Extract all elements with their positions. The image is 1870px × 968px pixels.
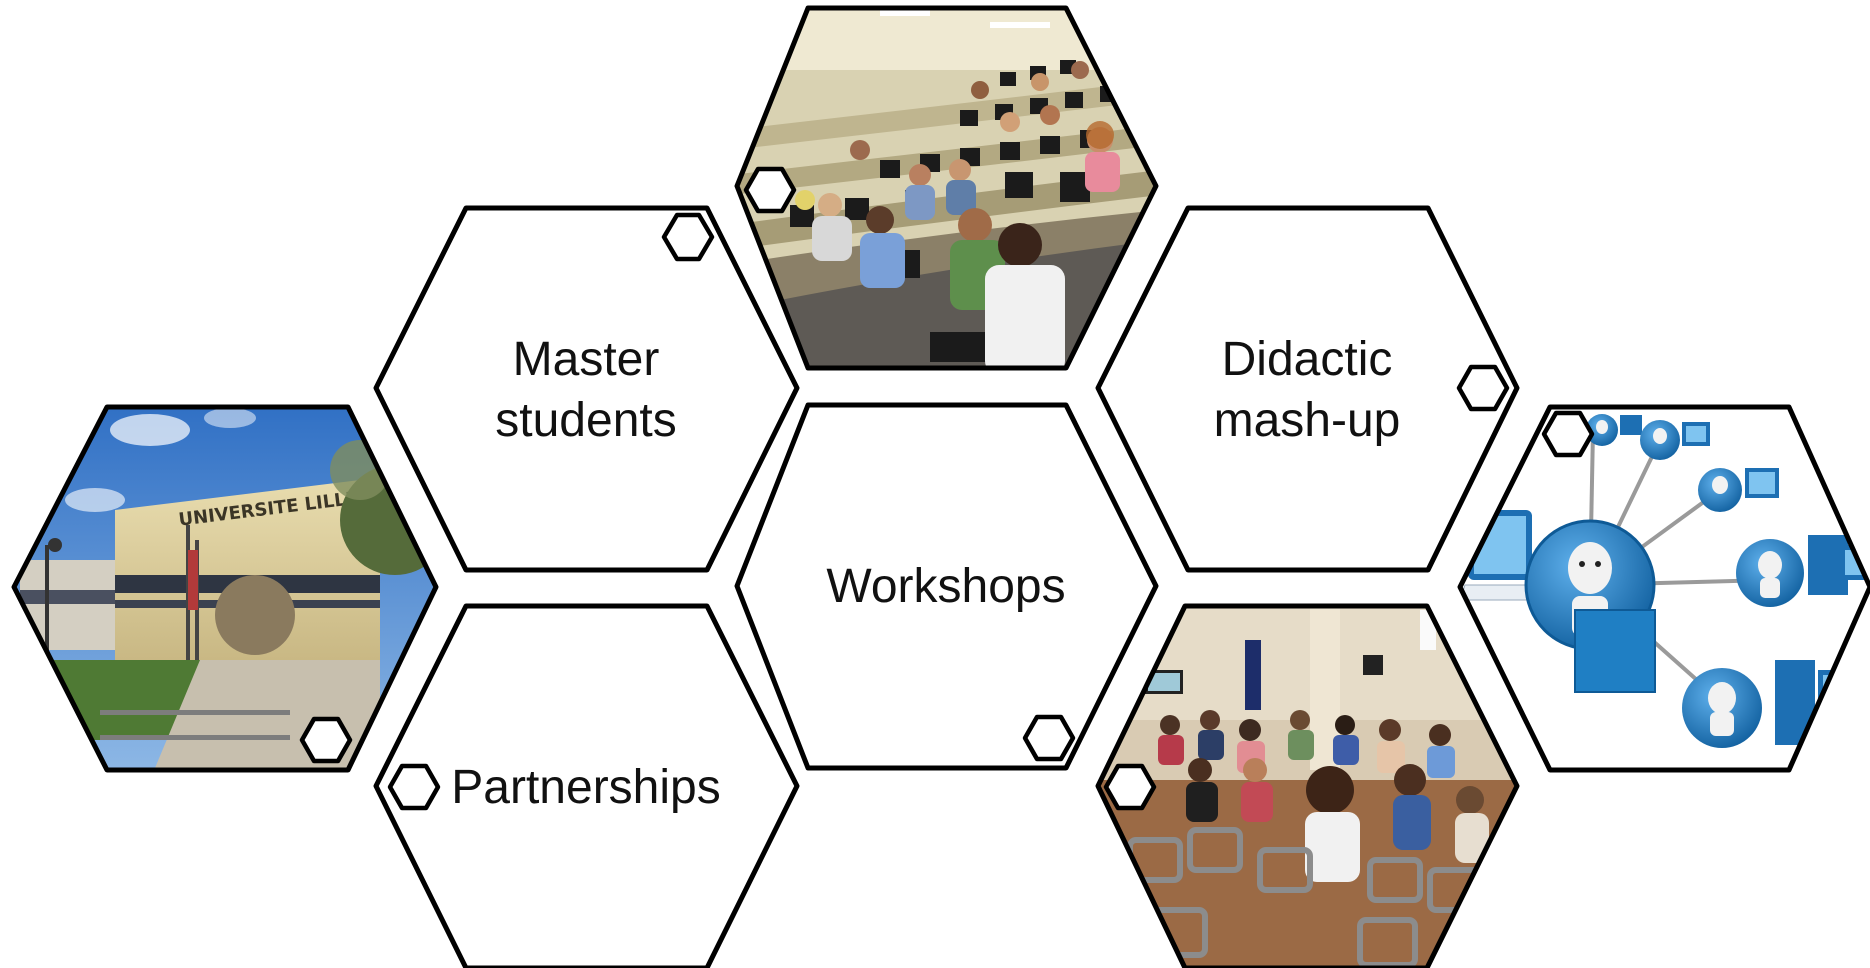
master-students-label-line2: students — [495, 394, 676, 447]
mini-hexagon-icon — [1103, 763, 1157, 811]
university-photo: UNIVERSITE LILLE — [11, 404, 439, 773]
mini-hexagon-icon — [299, 716, 353, 764]
mini-hexagon-icon — [1541, 410, 1595, 458]
didactic-mashup-label-line1: Didactic — [1222, 333, 1393, 386]
mini-hexagon-icon — [1456, 364, 1510, 412]
seminar-room-photo — [1095, 603, 1520, 968]
mini-hexagon-icon — [661, 212, 715, 262]
workshops-tile: Workshops — [734, 402, 1159, 771]
workshops-label: Workshops — [826, 560, 1065, 613]
mini-hexagon-icon — [743, 166, 797, 214]
master-students-label-line1: Master — [513, 333, 660, 386]
master-students-tile: Master students — [373, 205, 800, 573]
partnerships-label: Partnerships — [451, 761, 720, 814]
mini-hex-icons — [299, 166, 1595, 811]
mini-hexagon-icon — [1022, 714, 1076, 762]
didactic-mashup-tile: Didactic mash-up — [1095, 205, 1520, 573]
partnerships-tile: Partnerships — [373, 603, 800, 968]
network-illustration — [1457, 404, 1870, 773]
mini-hexagon-icon — [387, 763, 441, 811]
didactic-mashup-label-line2: mash-up — [1214, 394, 1401, 447]
